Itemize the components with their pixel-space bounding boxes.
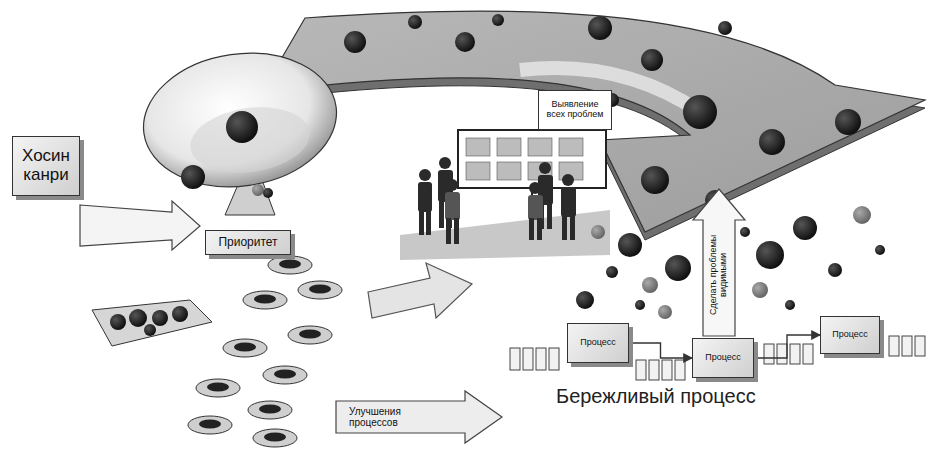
flow-arrow — [80, 201, 200, 250]
node-text: Выявление всех проблем — [543, 100, 607, 120]
curved-arrow — [262, 11, 925, 232]
process-box: Процесс — [567, 323, 629, 363]
hoshin-box: Хосин канри — [12, 136, 80, 196]
process-discs — [188, 256, 342, 447]
problem-sign: Выявление всех проблем — [538, 90, 612, 130]
process-box: Процесс — [692, 338, 754, 378]
node-text: Приоритет — [218, 236, 277, 249]
improvement-arrow: Улучшения процессов — [335, 390, 503, 444]
node-text: Процесс — [832, 330, 868, 340]
arrow-outline — [693, 189, 745, 336]
process-box: Процесс — [820, 316, 880, 354]
priority-dish — [135, 41, 345, 215]
lean-process-label: Бережливый процесс — [556, 385, 756, 407]
visibility-arrow: Сделать проблемы видимыми — [693, 188, 745, 336]
node-text: Сделать проблемы видимыми — [709, 225, 729, 325]
problem-tray — [92, 300, 212, 346]
flow-arrow — [368, 263, 472, 318]
node-text: Процесс — [580, 338, 616, 348]
flow-connector — [754, 335, 820, 358]
node-text: Улучшения процессов — [349, 406, 421, 428]
team-board — [400, 130, 610, 260]
node-text: Хосин канри — [17, 147, 75, 184]
flow-connector — [629, 343, 692, 358]
arrow-outline — [336, 391, 502, 443]
priority-box: Приоритет — [205, 230, 291, 255]
node-text: Процесс — [705, 353, 741, 363]
problem-balls — [344, 14, 861, 237]
